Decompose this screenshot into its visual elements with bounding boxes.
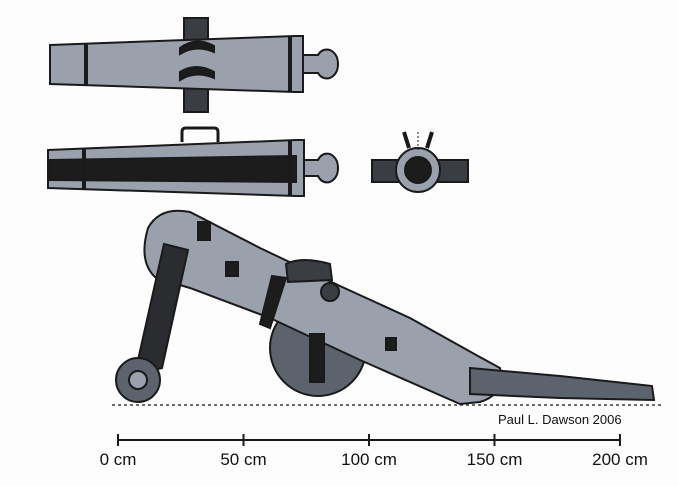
front-wheel-hub bbox=[128, 370, 148, 390]
scale-tick-label: 50 cm bbox=[220, 450, 266, 469]
barrel-side-view bbox=[47, 126, 340, 197]
brace bbox=[258, 274, 288, 330]
trail-spike bbox=[469, 366, 656, 402]
scale-bar: 0 cm 50 cm 100 cm 150 cm 200 cm bbox=[100, 434, 648, 469]
strap bbox=[385, 337, 397, 351]
handle-stub bbox=[425, 131, 434, 149]
handle-top bbox=[179, 40, 215, 56]
cascabel-knob-side bbox=[303, 152, 340, 184]
strap bbox=[197, 221, 211, 241]
handle-bottom bbox=[179, 66, 215, 82]
lifting-handle bbox=[180, 126, 220, 142]
barrel-body-top bbox=[49, 35, 304, 93]
bolt bbox=[320, 282, 340, 302]
barrel-top-view bbox=[49, 17, 340, 113]
credit-text: Paul L. Dawson 2006 bbox=[498, 412, 622, 427]
handle-stub bbox=[402, 131, 411, 149]
strap bbox=[225, 261, 239, 277]
bore-band bbox=[49, 154, 297, 184]
scale-tick-label: 200 cm bbox=[592, 450, 648, 469]
scale-tick-label: 100 cm bbox=[341, 450, 397, 469]
trunnion-cap bbox=[284, 259, 334, 284]
bore bbox=[404, 156, 432, 184]
scale-tick-label: 150 cm bbox=[467, 450, 523, 469]
scale-tick-label: 0 cm bbox=[100, 450, 137, 469]
axle-bracket bbox=[309, 333, 325, 383]
gun-carriage bbox=[115, 209, 656, 406]
barrel-front-view bbox=[371, 131, 469, 193]
cascabel-knob-top bbox=[302, 48, 340, 80]
